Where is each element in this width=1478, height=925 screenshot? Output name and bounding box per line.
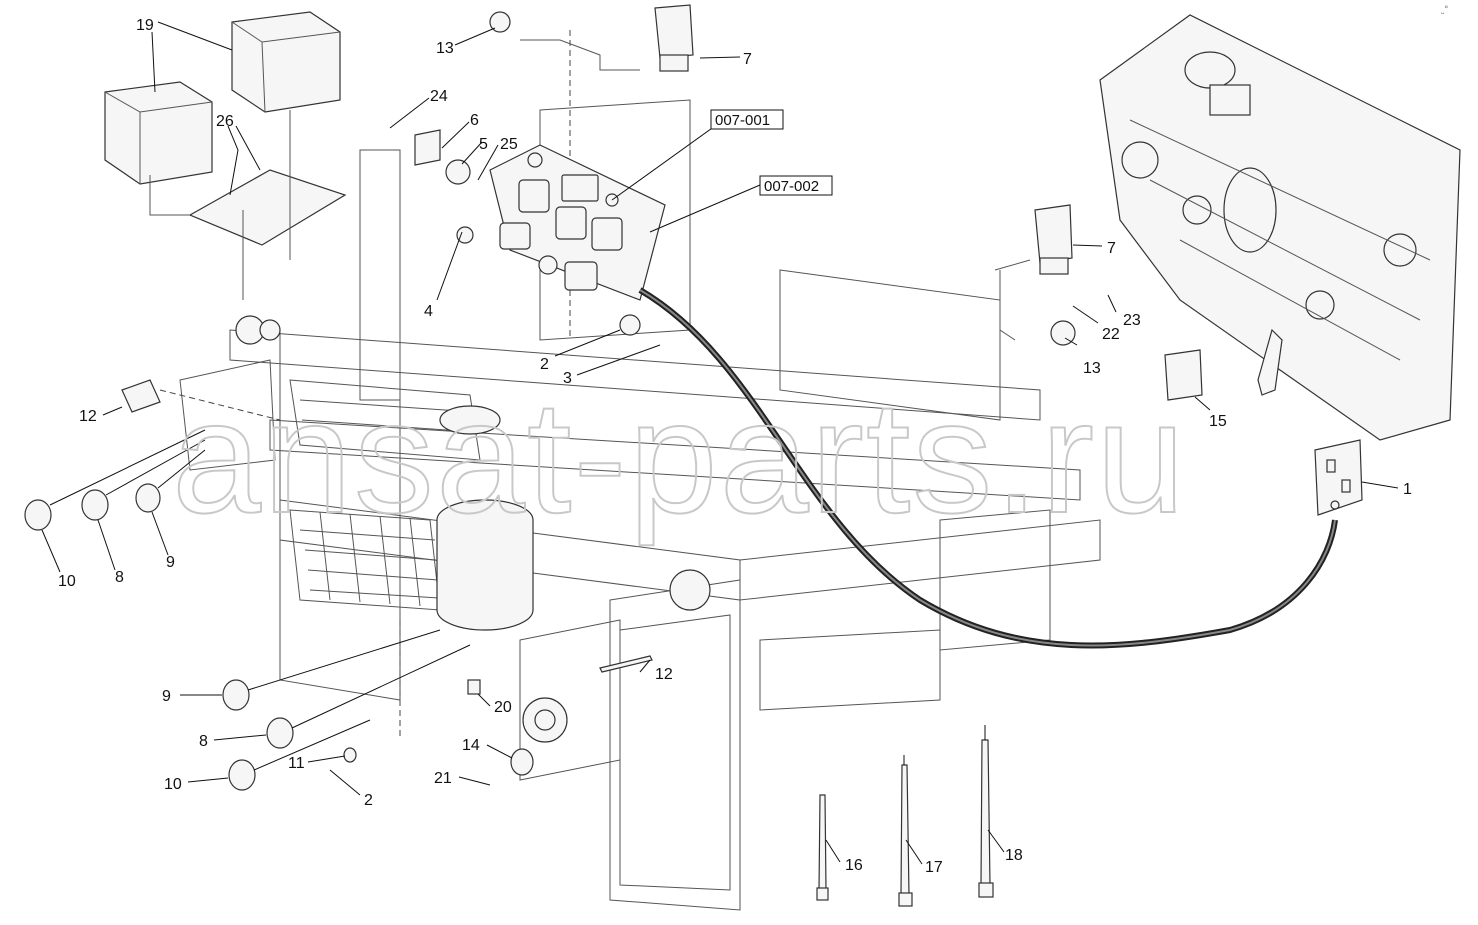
callout-24: 24 [430,88,448,105]
callout-5: 5 [479,136,488,153]
callout-26: 26 [216,113,234,130]
callout-10-lower: 10 [164,776,182,793]
callout-25: 25 [500,136,518,153]
cable-harness [638,287,1338,649]
callout-9-left: 9 [166,554,175,571]
ref-007-002: 007-002 [764,178,819,195]
callout-23: 23 [1123,312,1141,329]
callout-13-upper: 13 [436,40,454,57]
callout-10-left: 10 [58,573,76,590]
chassis-frame [159,30,1101,911]
watermark: ansat-parts.ru [172,367,1187,546]
callout-4: 4 [424,303,433,320]
batteries [104,11,347,300]
callout-14: 14 [462,737,480,754]
boxed-references: 007-001 007-002 [710,109,833,196]
callout-11: 11 [288,755,305,772]
callout-labels: 1 2 2 3 4 5 6 7 7 8 8 9 9 10 10 11 12 12… [58,17,1412,876]
callout-3: 3 [563,370,572,387]
corner-mark: ᳘° [1440,5,1449,15]
callout-8-lower: 8 [199,733,208,750]
callout-2-lower: 2 [364,792,373,809]
lamps-and-fittings [24,11,1203,791]
callout-16: 16 [845,857,863,874]
engine-assembly [1099,14,1461,441]
relays [520,4,1073,341]
callout-6: 6 [470,112,479,129]
callout-20: 20 [494,699,512,716]
callout-15: 15 [1209,413,1227,430]
callout-9-lower: 9 [162,688,171,705]
callout-7-upper: 7 [743,51,752,68]
callout-12-left: 12 [79,408,97,425]
callout-18: 18 [1005,847,1023,864]
leader-lines [41,21,1399,865]
callout-13-right: 13 [1083,360,1101,377]
callout-19: 19 [136,17,154,34]
callout-12-lower: 12 [655,666,673,683]
callout-8-left: 8 [115,569,124,586]
control-panel [489,144,666,301]
callout-7-right: 7 [1107,240,1116,257]
callout-17: 17 [925,859,943,876]
remote-plug-box [1314,439,1363,516]
cable-ties [816,725,994,907]
callout-2-upper: 2 [540,356,549,373]
callout-22: 22 [1102,326,1120,343]
callout-1: 1 [1403,481,1412,498]
callout-21: 21 [434,770,452,787]
ref-007-001: 007-001 [715,112,770,129]
